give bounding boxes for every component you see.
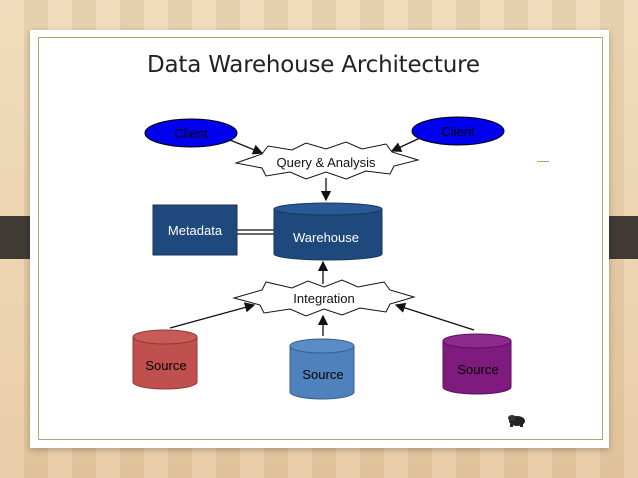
- slide-title: Data Warehouse Architecture: [147, 52, 480, 78]
- warehouse-body: [273, 208, 383, 261]
- query-analysis-burst: Query & Analysis: [234, 141, 420, 180]
- client-left-shape: [144, 118, 238, 148]
- warehouse-cylinder: Warehouse: [273, 202, 383, 261]
- metadata-shape: [152, 204, 238, 256]
- source-middle: Source: [289, 338, 355, 400]
- integration-shape: [232, 279, 416, 317]
- client-right-shape: [411, 116, 505, 146]
- query-analysis-shape: [234, 141, 420, 180]
- metadata-label: Metadata: [168, 223, 223, 238]
- slide-border: [38, 37, 603, 440]
- integration-burst: Integration: [232, 279, 416, 317]
- arrow-client-left-to-query: [229, 139, 264, 155]
- client-left-label: Client: [174, 126, 208, 141]
- source-left-top: [132, 329, 198, 345]
- accent-line: [537, 161, 549, 162]
- metadata-box: Metadata: [152, 204, 238, 256]
- source-left-body: [132, 336, 198, 390]
- warehouse-top: [273, 202, 383, 216]
- client-left: Client: [144, 118, 238, 148]
- source-middle-top: [289, 338, 355, 354]
- arrow-source-left-to-integration: [169, 302, 256, 329]
- connectors: [169, 137, 475, 336]
- source-right-body: [442, 340, 512, 395]
- mascot-icon: [508, 415, 525, 427]
- warehouse-label: Warehouse: [293, 230, 359, 245]
- integration-label: Integration: [293, 291, 354, 306]
- source-right-label: Source: [457, 362, 498, 377]
- source-middle-body: [289, 345, 355, 400]
- arrow-client-right-to-query: [390, 137, 421, 152]
- arrow-source-right-to-integration: [394, 302, 475, 331]
- source-left-label: Source: [145, 358, 186, 373]
- source-middle-label: Source: [302, 367, 343, 382]
- source-right: Source: [442, 333, 512, 395]
- client-right: Client: [411, 116, 505, 146]
- source-left: Source: [132, 329, 198, 390]
- source-right-top: [442, 333, 512, 349]
- client-right-label: Client: [441, 124, 475, 139]
- query-analysis-label: Query & Analysis: [277, 155, 376, 170]
